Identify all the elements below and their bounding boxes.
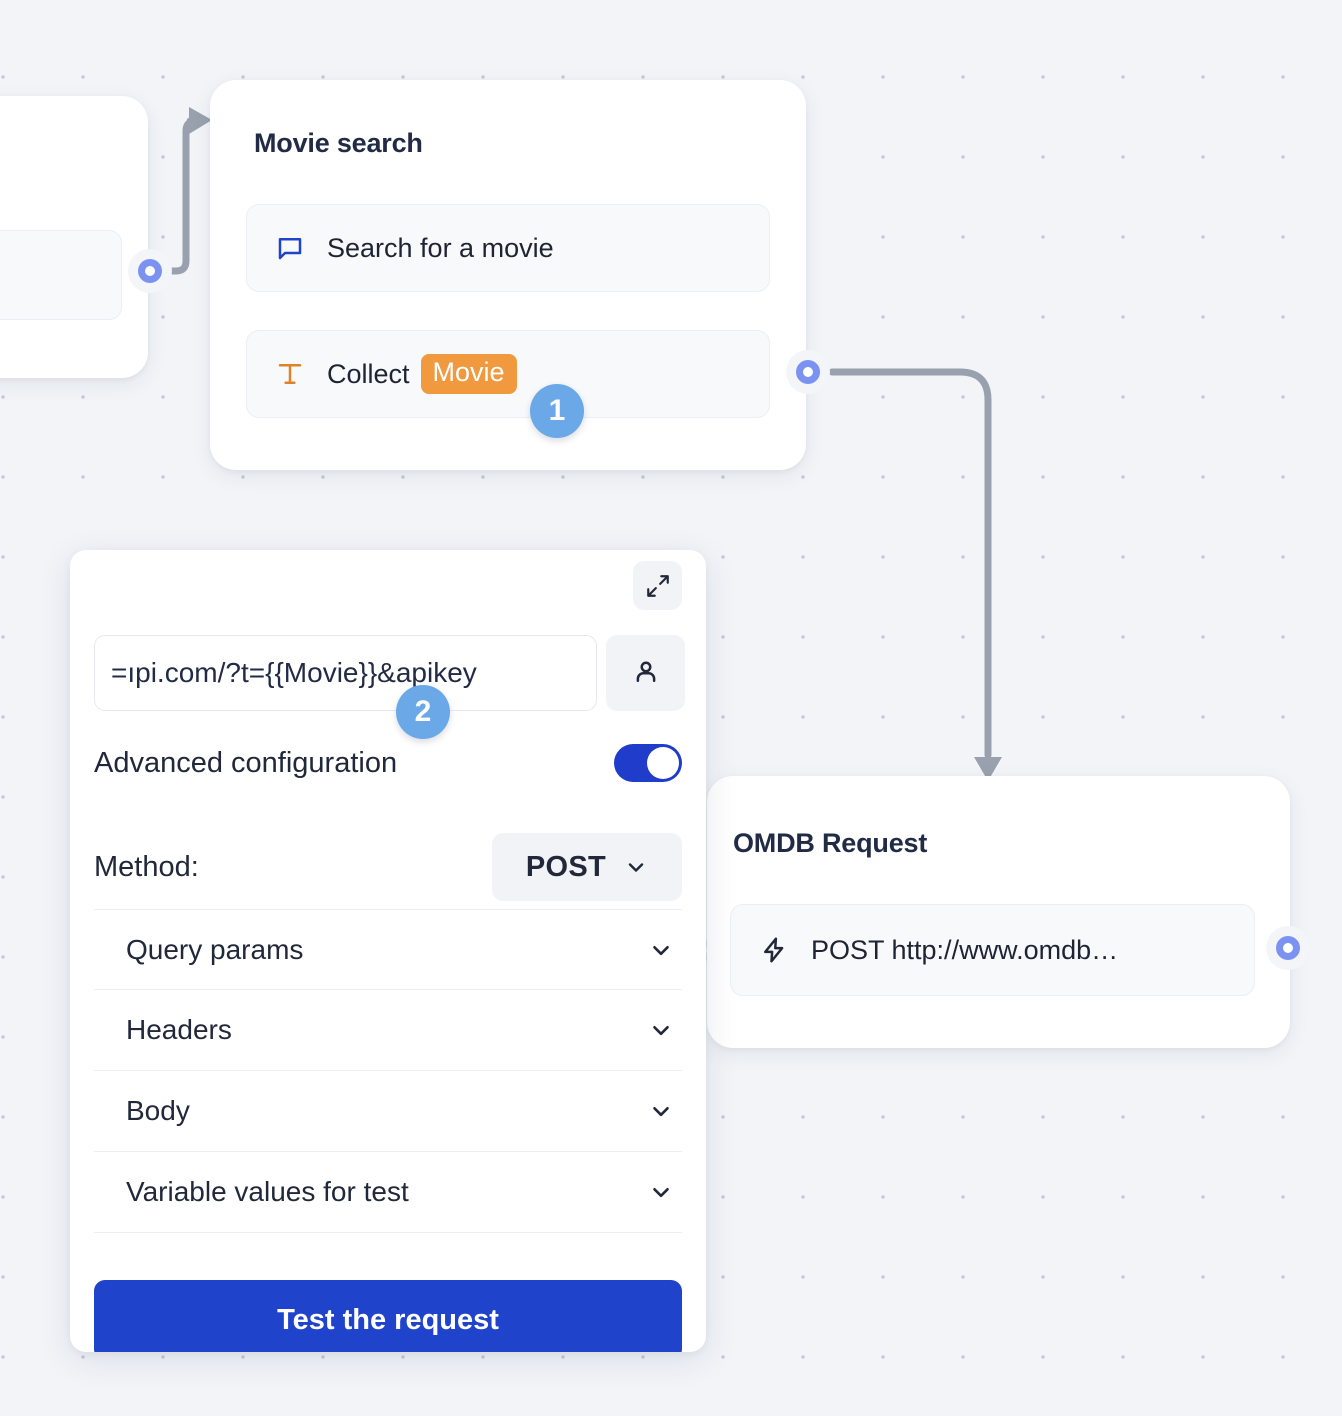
node-row-search-for-a-movie[interactable]: Search for a movie — [246, 204, 770, 292]
chevron-down-icon — [648, 1179, 674, 1205]
method-select[interactable]: POST — [492, 833, 682, 901]
request-sections-accordion: Query params Headers Body — [94, 909, 682, 1233]
method-label: Method: — [94, 850, 199, 883]
step-badge-2: 2 — [396, 685, 450, 739]
advanced-configuration-row: Advanced configuration — [94, 744, 682, 782]
chevron-down-icon — [648, 1017, 674, 1043]
accordion-item-query-params[interactable]: Query params — [94, 909, 682, 990]
accordion-label: Variable values for test — [126, 1176, 409, 1207]
toggle-knob — [647, 747, 679, 779]
url-row — [94, 635, 685, 711]
node-row-collect-movie[interactable]: Collect Movie — [246, 330, 770, 418]
method-selected-value: POST — [525, 850, 607, 883]
connector-endpoint-omdb-request[interactable] — [1266, 926, 1310, 970]
node-title-movie-search: Movie search — [254, 128, 423, 158]
accordion-label: Query params — [126, 933, 304, 965]
node-card-partial-left[interactable] — [0, 96, 148, 378]
variable-chip-movie[interactable]: Movie — [420, 354, 517, 394]
expand-diagonal-icon[interactable] — [633, 561, 682, 610]
accordion-item-body[interactable]: Body — [94, 1071, 682, 1152]
node-row-label: Collect — [327, 358, 410, 389]
method-row: Method: POST — [94, 833, 682, 901]
node-title-omdb-request: OMDB Request — [733, 828, 928, 858]
accordion-label: Body — [126, 1095, 190, 1126]
accordion-item-headers[interactable]: Headers — [94, 990, 682, 1071]
advanced-configuration-label: Advanced configuration — [94, 746, 398, 779]
lightning-bolt-icon — [757, 935, 791, 965]
connector-ring-icon — [1276, 936, 1300, 960]
request-config-panel[interactable]: Advanced configuration Method: POST Quer… — [70, 550, 706, 1352]
request-url-input[interactable] — [94, 635, 597, 711]
accordion-item-variable-values-for-test[interactable]: Variable values for test — [94, 1152, 682, 1233]
connector-ring-icon — [796, 360, 820, 384]
accordion-label: Headers — [126, 1014, 232, 1045]
test-the-request-button[interactable]: Test the request — [94, 1280, 682, 1352]
auth-person-button[interactable] — [606, 635, 685, 711]
connector-endpoint-movie-search[interactable] — [786, 350, 830, 394]
chevron-down-icon — [648, 937, 674, 963]
connector-endpoint-left-card[interactable] — [128, 249, 172, 293]
advanced-configuration-toggle[interactable] — [614, 744, 682, 782]
node-row-placeholder — [0, 230, 122, 320]
chat-bubble-icon — [273, 233, 307, 263]
step-badge-1: 1 — [530, 384, 584, 438]
node-row-label: Search for a movie — [327, 232, 554, 263]
node-row-label: POST http://www.omdb… — [811, 934, 1119, 965]
text-type-icon — [273, 359, 307, 389]
connector-ring-icon — [138, 259, 162, 283]
node-card-movie-search[interactable]: Movie search Search for a movie Collect … — [210, 80, 806, 470]
person-icon — [631, 657, 661, 690]
chevron-down-icon — [624, 855, 648, 879]
node-row-post-request[interactable]: POST http://www.omdb… — [730, 904, 1255, 996]
chevron-down-icon — [648, 1098, 674, 1124]
node-card-omdb-request[interactable]: OMDB Request POST http://www.omdb… — [707, 776, 1290, 1048]
